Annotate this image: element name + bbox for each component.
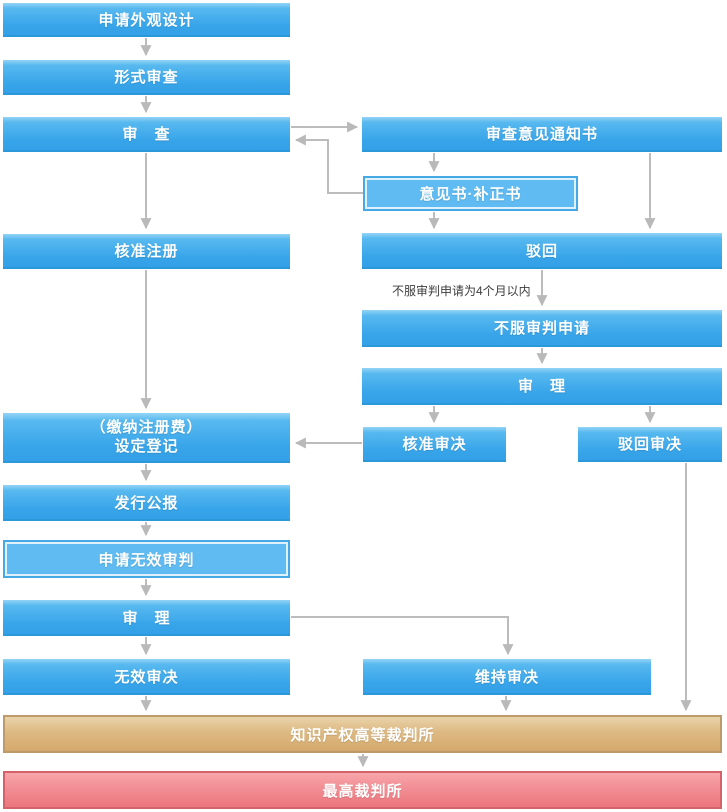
node-gazette-publication: 发行公报 [3,485,290,521]
node-appeal-trial: 审 理 [362,368,722,405]
node-rejection: 驳回 [362,233,722,269]
node-invalidation-decision: 无效审决 [3,659,290,695]
node-registration-setup: （缴纳注册费） 设定登记 [3,413,290,463]
node-supreme-court: 最高裁判所 [3,771,722,809]
node-approval-decision: 核准审决 [363,427,506,462]
node-invalidation-trial: 审 理 [3,600,290,636]
node-maintenance-decision: 维持审决 [363,659,651,695]
node-rejection-decision: 驳回审决 [578,427,722,462]
node-formality-examination: 形式审查 [3,60,290,95]
node-invalidation-request: 申请无效审判 [3,540,290,578]
node-approval-registration: 核准注册 [3,234,290,269]
appeal-deadline-note: 不服审判申请为4个月以内 [392,284,531,298]
node-apply-design: 申请外观设计 [3,3,290,37]
node-ip-high-court: 知识产权高等裁判所 [3,715,722,753]
registration-setup-line1: （缴纳注册费） [90,418,203,436]
registration-setup-line2: 设定登记 [114,438,179,455]
node-opinion-correction: 意见书·补正书 [363,176,578,211]
node-examination: 审 查 [3,117,290,152]
node-notice-of-opinion: 审查意见通知书 [362,117,722,152]
node-appeal-request: 不服审判申请 [362,310,722,347]
